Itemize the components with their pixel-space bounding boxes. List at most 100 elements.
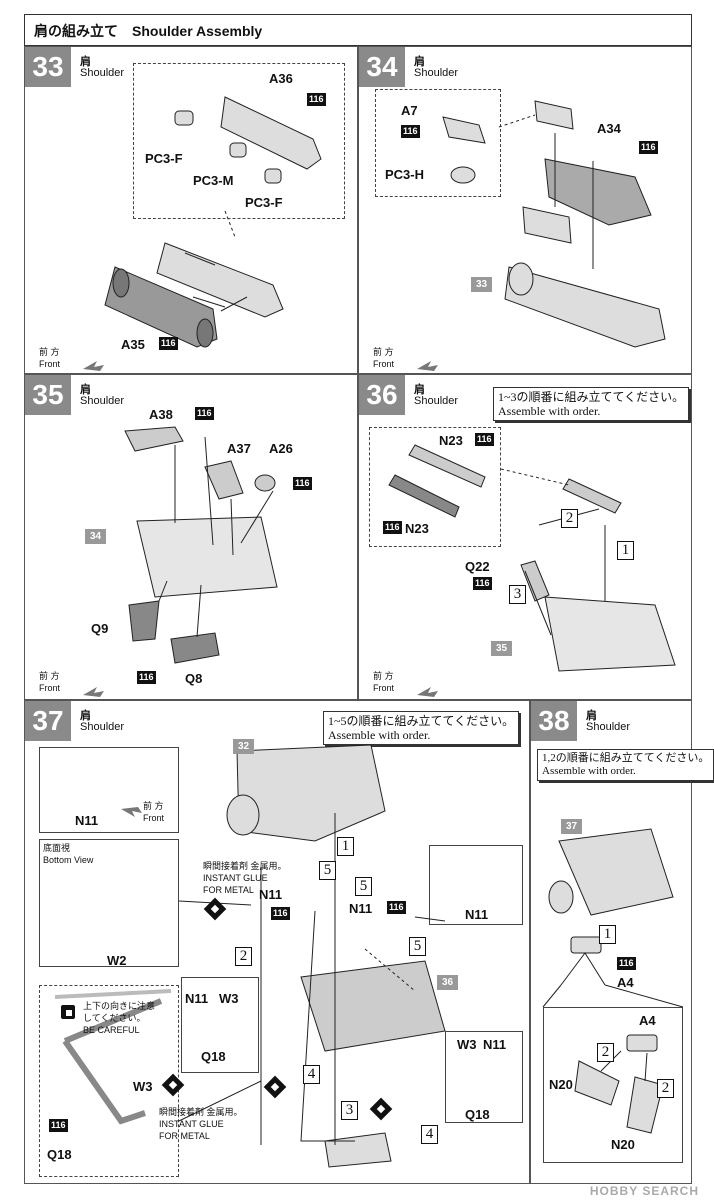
front-label-en: Front [39, 359, 61, 369]
step-title-en: Shoulder [80, 721, 125, 733]
order-number-5: 5 [409, 937, 426, 956]
glue-note-en: INSTANT GLUE [203, 873, 268, 883]
front-label-en: Front [373, 683, 395, 693]
step-title-jp: 肩 [80, 710, 91, 722]
bottom-view-jp: 底面視 [43, 843, 71, 853]
part-n20: N20 [611, 1137, 635, 1152]
step-title-jp: 肩 [80, 384, 91, 396]
order-note-en: Assemble with order. [498, 404, 601, 418]
order-number-3: 3 [509, 585, 526, 604]
order-number-4: 4 [421, 1125, 438, 1144]
order-number-3: 3 [341, 1101, 358, 1120]
part-q18: Q18 [201, 1049, 226, 1064]
part-a36: A36 [269, 71, 293, 86]
part-n11: N11 [465, 907, 489, 922]
step-number: 38 [531, 701, 577, 741]
code-badge: 116 [475, 433, 494, 446]
part-w3: W3 [133, 1079, 153, 1094]
watermark: HOBBY SEARCH [589, 1184, 699, 1198]
part-n11: N11 [259, 887, 283, 902]
section-header: 肩の組み立て Shoulder Assembly [24, 14, 692, 46]
order-number-5: 5 [319, 861, 336, 880]
part-a4: A4 [617, 975, 634, 990]
code-badge: 116 [639, 141, 658, 154]
step-37-drawing [54, 744, 446, 1168]
caution-note-en: BE CAREFUL [83, 1025, 140, 1035]
code-badge: 116 [271, 907, 290, 920]
step-34-drawing [417, 100, 666, 371]
part-n11: N11 [349, 901, 373, 916]
glue-note-en: FOR METAL [203, 885, 254, 895]
order-note: 1~3の順番に組み立ててください。 Assemble with order. [493, 387, 690, 421]
code-badge: 116 [293, 477, 312, 490]
step-38-drawing [542, 828, 684, 1134]
order-note-jp: 1~3の順番に組み立ててください。 [498, 390, 685, 404]
front-label-jp: 前 方 [39, 347, 60, 357]
part-a35: A35 [121, 337, 145, 352]
front-label-en: Front [143, 813, 165, 823]
detail-box [133, 63, 345, 219]
part-a38: A38 [149, 407, 173, 422]
step-title-en: Shoulder [586, 721, 631, 733]
code-badge: 116 [307, 93, 326, 106]
step-number: 34 [359, 47, 405, 87]
order-note-en: Assemble with order. [542, 765, 636, 777]
order-number-2: 2 [235, 947, 252, 966]
code-badge: 116 [383, 521, 402, 534]
step-35-panel: 35 肩 Shoulder A38 116 A37 A26 116 34 Q9 … [24, 374, 358, 700]
code-badge: 116 [137, 671, 156, 684]
step-number: 36 [359, 375, 405, 415]
caution-icon [61, 1005, 75, 1019]
order-note: 1,2の順番に組み立ててください。 Assemble with order. [537, 749, 714, 781]
step-title-jp: 肩 [586, 710, 597, 722]
step-37-panel: 37 肩 Shoulder 1~5の順番に組み立ててください。 Assemble… [24, 700, 530, 1184]
order-number-2: 2 [561, 509, 578, 528]
part-w2: W2 [107, 953, 127, 968]
order-number-2: 2 [597, 1043, 614, 1062]
step-title-en: Shoulder [80, 395, 125, 407]
detail-box [181, 977, 259, 1073]
detail-box [369, 427, 501, 547]
step-36-drawing [388, 444, 676, 697]
part-pc3-f: PC3-F [245, 195, 283, 210]
glue-note-jp: 瞬間接着剤 金属用。 [203, 861, 287, 871]
part-n20: N20 [549, 1077, 573, 1092]
step-title-jp: 肩 [414, 384, 425, 396]
part-q22: Q22 [465, 559, 490, 574]
front-label-en: Front [373, 359, 395, 369]
part-pc3-h: PC3-H [385, 167, 425, 182]
part-w3: W3 [457, 1037, 477, 1052]
code-badge: 116 [473, 577, 492, 590]
section-title: 肩の組み立て Shoulder Assembly [34, 23, 263, 39]
step-title-en: Shoulder [414, 67, 459, 79]
part-a7: A7 [401, 103, 418, 118]
order-number-1: 1 [337, 837, 354, 856]
front-label-jp: 前 方 [39, 671, 60, 681]
front-label-jp: 前 方 [373, 671, 394, 681]
order-note: 1~5の順番に組み立ててください。 Assemble with order. [323, 711, 520, 745]
step-33-drawing [83, 96, 322, 371]
part-a4: A4 [639, 1013, 656, 1028]
detail-box [429, 845, 523, 925]
front-label-jp: 前 方 [373, 347, 394, 357]
step-title-en: Shoulder [414, 395, 459, 407]
step-number: 33 [25, 47, 71, 87]
step-title-jp: 肩 [80, 56, 91, 68]
caution-note-jp: 上下の向きに注意 [83, 1001, 156, 1011]
part-pc3-f: PC3-F [145, 151, 183, 166]
detail-box [39, 747, 179, 833]
order-note-jp: 1,2の順番に組み立ててください。 [542, 752, 710, 764]
part-n23: N23 [405, 521, 429, 536]
bottom-view-box [39, 839, 179, 967]
order-number-2: 2 [657, 1079, 674, 1098]
code-badge: 116 [159, 337, 178, 350]
order-number-5: 5 [355, 877, 372, 896]
code-badge: 116 [49, 1119, 68, 1132]
step-title-en: Shoulder [80, 67, 125, 79]
step-34-panel: 34 肩 Shoulder A7 116 PC3-H A34 116 33 前 … [358, 46, 692, 374]
part-w3: W3 [219, 991, 239, 1006]
part-a26: A26 [269, 441, 293, 456]
ref-step-32: 32 [233, 739, 255, 754]
part-n11: N11 [75, 813, 99, 828]
step-35-drawing [83, 426, 278, 697]
